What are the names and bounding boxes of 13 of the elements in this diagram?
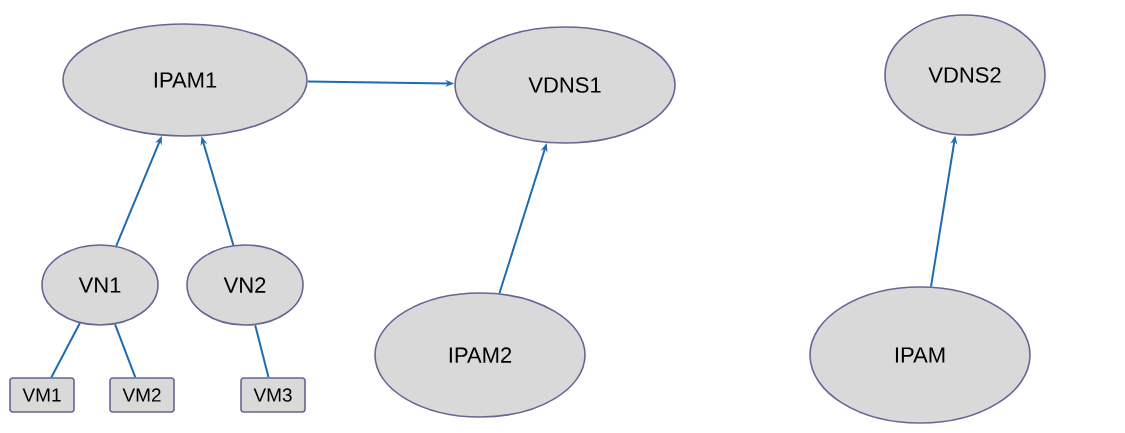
vm-box: VM2 <box>109 377 175 413</box>
ellipse-node: VDNS1 <box>454 26 676 144</box>
connector-line <box>254 324 270 379</box>
ellipse-node: VN2 <box>186 244 304 326</box>
connector-line <box>114 323 137 379</box>
vm-box: VM3 <box>240 377 306 413</box>
connector-line <box>50 322 81 379</box>
ellipse-node: IPAM1 <box>62 23 308 137</box>
ellipse-node: IPAM <box>809 286 1031 424</box>
ellipse-node: VDNS2 <box>884 14 1046 136</box>
ellipse-node: IPAM2 <box>374 292 586 418</box>
ellipse-node: VN1 <box>41 244 159 326</box>
vm-box: VM1 <box>9 377 75 413</box>
